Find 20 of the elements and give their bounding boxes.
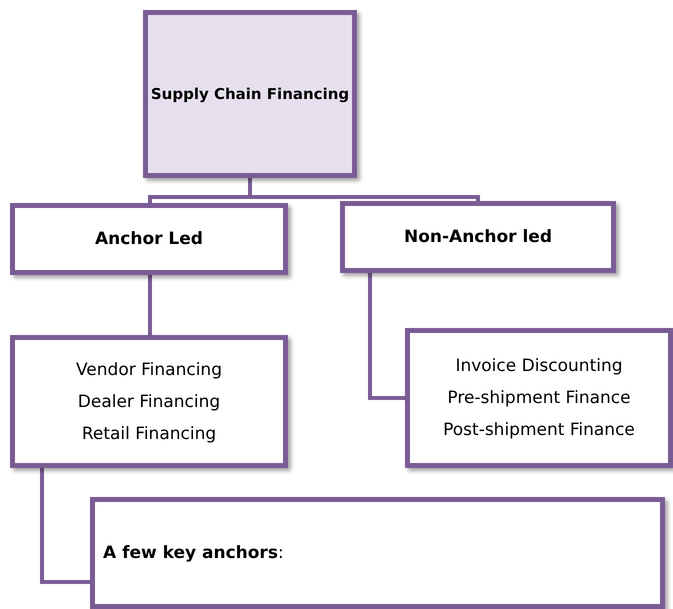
- connector-line: [248, 178, 480, 201]
- box-text: Non-Anchor led: [404, 226, 552, 249]
- box-text: Invoice Discounting: [455, 355, 623, 378]
- category-box: [405, 328, 673, 468]
- category-box: [340, 201, 616, 273]
- box-text: Post-shipment Finance: [443, 419, 635, 442]
- box-text: Supply Chain Financing: [150, 84, 350, 105]
- box-text: Retail Financing: [82, 422, 216, 446]
- category-box: [10, 335, 288, 468]
- connector-line: [368, 273, 405, 400]
- box-text: Dealer Financing: [78, 390, 220, 414]
- connector-line: [148, 275, 152, 335]
- box-text: A few key anchors:: [103, 542, 284, 565]
- connector-line: [40, 468, 90, 584]
- category-box: [90, 497, 665, 609]
- box-text: Anchor Led: [95, 228, 203, 251]
- box-text: Vendor Financing: [76, 358, 222, 382]
- box-text: Pre-shipment Finance: [447, 387, 631, 410]
- category-box: [10, 203, 288, 275]
- title-box: [143, 10, 357, 178]
